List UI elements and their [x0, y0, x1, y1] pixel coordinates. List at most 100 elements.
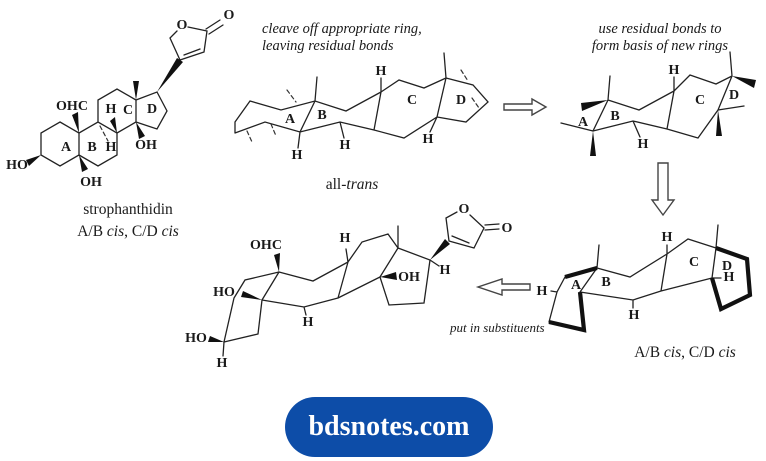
label-ring-a: A: [285, 112, 296, 127]
watermark-badge: bdsnotes.com: [285, 397, 493, 457]
label-h: H: [638, 137, 649, 152]
label-ring-d: D: [456, 93, 466, 108]
wedge-c3-ho: [26, 155, 41, 166]
label-h: H: [724, 270, 735, 285]
annotation-cleave-line2: leaving residual bonds: [262, 38, 394, 54]
label-h: H: [662, 230, 673, 245]
label-ring-c: C: [695, 93, 705, 108]
caption-cis-text: A/B cis, C/D cis: [634, 344, 736, 361]
annotation-substituents-text: put in substituents: [450, 320, 545, 335]
label-h: H: [376, 64, 387, 79]
label-ring-c: C: [407, 93, 417, 108]
cis-part-italic: cis: [663, 344, 682, 361]
label-ring-b: B: [317, 108, 326, 123]
bonds-new-rings-bold: [548, 246, 753, 333]
label-ring-a: A: [571, 278, 582, 293]
caption-strophanthidin: strophanthidin A/B cis, C/D cis: [28, 199, 228, 243]
wedge-ohc: [274, 253, 280, 272]
arrow-right-icon: [503, 97, 548, 117]
label-ring-b: B: [601, 275, 610, 290]
caption-cis-text: A/B cis, C/D cis: [77, 223, 179, 240]
structure-residual-bonds: A B C D H H: [560, 51, 756, 156]
arrow-down-icon: [650, 162, 676, 217]
annotation-substituents: put in substituents: [450, 319, 560, 336]
label-oh: OH: [80, 175, 102, 190]
label-h: H: [629, 308, 640, 323]
annotation-use-line2: form basis of new rings: [591, 38, 729, 54]
caption-cis-bottom: A/B cis, C/D cis: [585, 342, 766, 364]
label-ring-a: A: [61, 140, 72, 155]
structure-strophanthidin-flat: OHC HO OH A B H H C D OH O O: [6, 8, 234, 190]
bond-c9-h-dashed: [99, 125, 109, 142]
bonds-skeleton: [234, 52, 489, 149]
label-h: H: [340, 231, 351, 246]
wedge-c13-methyl: [133, 81, 139, 100]
wedge-c8-h: [110, 117, 117, 133]
wedge-ohc: [72, 112, 79, 133]
label-h: H: [340, 138, 351, 153]
annotation-cleave-line1: cleave off appropriate ring,: [262, 21, 422, 37]
annotation-cleave: cleave off appropriate ring, leaving res…: [262, 21, 432, 55]
label-o-ring: O: [177, 18, 188, 33]
wedge-c13-residual: [732, 76, 756, 88]
structure-cis-skeleton: A B C D H H H H: [537, 224, 753, 333]
bonds-skeleton: [548, 224, 722, 323]
label-h: H: [217, 356, 228, 371]
cis-part-italic: cis: [106, 223, 125, 240]
structure-all-trans-skeleton: A B C D H H H H: [234, 52, 489, 163]
alltrans-part: all-: [325, 176, 347, 193]
label-ring-d: D: [722, 259, 732, 274]
cis-part: , C/D: [124, 223, 162, 240]
label-ohc: OHC: [56, 99, 88, 114]
arrow-left-icon: [475, 278, 531, 296]
label-h: H: [106, 102, 117, 117]
wedge-c5-residual: [590, 131, 596, 156]
wedge-c5-ho: [241, 291, 262, 300]
cis-part-italic: cis: [718, 344, 736, 361]
caption-all-trans: all-trans: [292, 174, 412, 196]
label-ho: HO: [213, 285, 235, 300]
label-h: H: [669, 63, 680, 78]
cis-part-italic: cis: [161, 223, 179, 240]
cleavage-marks: [246, 69, 480, 143]
label-o-ring: O: [459, 202, 470, 217]
label-o-carbonyl: O: [224, 8, 235, 23]
annotation-use-line1: use residual bonds to: [598, 21, 722, 37]
wedge-c5-oh: [79, 155, 88, 172]
label-h: H: [303, 315, 314, 330]
label-ring-a: A: [578, 115, 589, 130]
wedge-c17-lactone: [430, 239, 450, 260]
bonds-steroid-core: [40, 19, 224, 167]
label-ring-b: B: [87, 140, 96, 155]
bonds-skeleton: [560, 51, 745, 139]
wedge-c3-ho: [208, 336, 224, 342]
label-ring-b: B: [610, 109, 619, 124]
label-h: H: [423, 132, 434, 147]
wedge-c10-residual: [581, 100, 608, 111]
label-ring-d: D: [147, 102, 157, 117]
label-ho: HO: [185, 331, 207, 346]
structure-strophanthidin-conformation: OHC HO HO H H H OH H O O: [185, 202, 512, 371]
watermark-text: bdsnotes.com: [308, 411, 470, 442]
label-ho: HO: [6, 158, 28, 173]
label-ring-c: C: [689, 255, 699, 270]
caption-strophanthidin-name: strophanthidin: [83, 201, 173, 218]
wedge-c17-lactone: [157, 58, 183, 92]
cis-part: , C/D: [681, 344, 719, 361]
annotation-use-residual: use residual bonds to form basis of new …: [570, 21, 750, 55]
cis-part: A/B: [77, 223, 107, 240]
label-h: H: [537, 284, 548, 299]
label-ring-d: D: [729, 88, 739, 103]
wedge-c14-residual: [716, 110, 722, 136]
label-h: H: [292, 148, 303, 163]
alltrans-part-italic: trans: [346, 176, 379, 193]
wedge-c14-oh: [380, 272, 397, 280]
label-h: H: [440, 263, 451, 278]
label-oh: OH: [398, 270, 420, 285]
label-h: H: [106, 140, 117, 155]
wedge-c14-oh: [136, 122, 145, 139]
label-oh: OH: [135, 138, 157, 153]
cis-part: A/B: [634, 344, 664, 361]
